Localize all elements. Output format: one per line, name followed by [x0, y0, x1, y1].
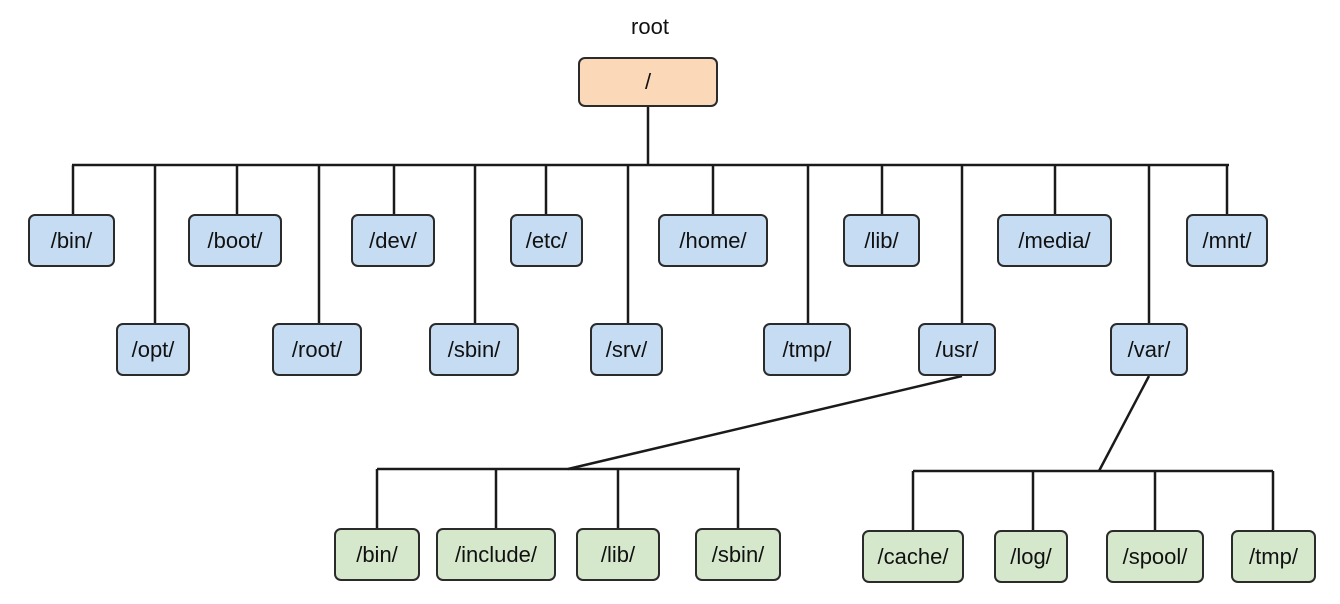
usr-child-sbin: /sbin/ — [695, 528, 781, 581]
usr-child-include: /include/ — [436, 528, 556, 581]
usr-branch-line — [567, 374, 963, 471]
dir-node-var: /var/ — [1110, 323, 1188, 376]
dir-node-opt: /opt/ — [116, 323, 190, 376]
dir-node-media: /media/ — [997, 214, 1112, 267]
usr-child-bin: /bin/ — [334, 528, 420, 581]
var-branch-line — [1097, 375, 1151, 472]
dir-node-usr: /usr/ — [918, 323, 996, 376]
dir-node-bin: /bin/ — [28, 214, 115, 267]
dir-node-mnt: /mnt/ — [1186, 214, 1268, 267]
dir-node-srv: /srv/ — [590, 323, 663, 376]
var-child-log: /log/ — [994, 530, 1068, 583]
root-caption: root — [631, 14, 669, 39]
var-child-tmp: /tmp/ — [1231, 530, 1316, 583]
dir-node-etc: /etc/ — [510, 214, 583, 267]
dir-node-dev: /dev/ — [351, 214, 435, 267]
usr-child-lib: /lib/ — [576, 528, 660, 581]
dir-node-root: /root/ — [272, 323, 362, 376]
dir-node-tmp: /tmp/ — [763, 323, 851, 376]
var-child-spool: /spool/ — [1106, 530, 1204, 583]
dir-node-home: /home/ — [658, 214, 768, 267]
root-directory-node: / — [578, 57, 718, 107]
var-child-cache: /cache/ — [862, 530, 964, 583]
dir-node-boot: /boot/ — [188, 214, 282, 267]
dir-node-lib: /lib/ — [843, 214, 920, 267]
dir-node-sbin: /sbin/ — [429, 323, 519, 376]
